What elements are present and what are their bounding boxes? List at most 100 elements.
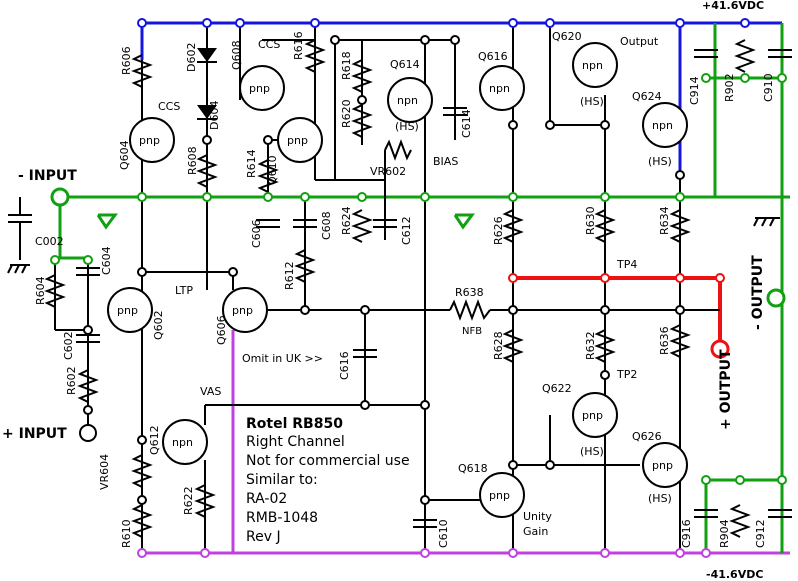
junction-dot	[508, 273, 518, 283]
junction-dot	[508, 120, 518, 130]
negative-rail-label: -41.6VDC	[706, 568, 763, 581]
ltp-label: LTP	[175, 284, 193, 297]
ref-label-r618: R618	[340, 51, 353, 80]
junction-dot	[450, 35, 460, 45]
ref-label-q602: Q602	[152, 310, 165, 340]
junction-dot	[701, 73, 711, 83]
ref-label-c606: C606	[250, 219, 263, 248]
minus-input-terminal[interactable]	[50, 187, 70, 207]
ref-label-q624: Q624	[632, 90, 662, 103]
ref-label-r634: R634	[658, 206, 671, 235]
svg-text:pnp: pnp	[249, 82, 270, 95]
vas-label: VAS	[200, 385, 221, 398]
ref-label-r902: R902	[723, 73, 736, 102]
transistor-q604: pnp	[129, 117, 175, 163]
output-label: Output	[620, 35, 659, 48]
junction-dot	[202, 135, 212, 145]
junction-dot	[357, 192, 367, 202]
ref-label-vr604: VR604	[98, 454, 111, 490]
ground-symbols	[7, 213, 780, 274]
ref-label-q620: Q620	[552, 30, 582, 43]
junction-dot	[420, 400, 430, 410]
transistor-q614: npn	[387, 77, 433, 123]
svg-text:pnp: pnp	[139, 134, 160, 147]
ref-label-r628: R628	[492, 331, 505, 360]
notes-line5: RMB-1048	[246, 510, 318, 526]
ref-label-r630: R630	[584, 206, 597, 235]
svg-text:npn: npn	[397, 94, 418, 107]
junction-dot	[137, 435, 147, 445]
plus-output-terminal[interactable]	[710, 339, 730, 359]
junction-dot	[360, 400, 370, 410]
ref-label-r626: R626	[492, 216, 505, 245]
junction-dot	[420, 548, 430, 558]
notes-line3: Similar to:	[246, 472, 318, 488]
junction-dot	[600, 273, 610, 283]
ref-label-r616: R616	[292, 31, 305, 60]
ref-label-q606: Q606	[215, 315, 228, 345]
junction-dot	[310, 18, 320, 28]
junction-dot	[675, 18, 685, 28]
resistors	[44, 39, 756, 538]
junction-dot	[235, 18, 245, 28]
junction-dot	[228, 267, 238, 277]
junction-dot	[508, 460, 518, 470]
plus-input-terminal[interactable]	[79, 424, 97, 442]
ref-label-c910: C910	[762, 73, 775, 102]
svg-text:pnp: pnp	[652, 459, 673, 472]
junction-dot	[675, 273, 685, 283]
junction-dot	[420, 495, 430, 505]
ref-label-q626: Q626	[632, 430, 662, 443]
junction-dot	[360, 305, 370, 315]
minus-output-terminal[interactable]	[766, 288, 786, 308]
ref-label-r614: R614	[245, 149, 258, 178]
junction-dot	[83, 255, 93, 265]
ref-label-c602: C602	[62, 331, 75, 360]
junction-dot	[420, 35, 430, 45]
ref-label-c608: C608	[320, 211, 333, 240]
transistor-q612: npn	[162, 419, 208, 465]
ref-label-r612: R612	[283, 261, 296, 290]
ref-label-r632: R632	[584, 331, 597, 360]
notes-line2: Not for commercial use	[246, 453, 410, 469]
junction-dot	[545, 120, 555, 130]
junction-dot	[777, 73, 787, 83]
junction-dot	[675, 548, 685, 558]
junction-dot	[202, 192, 212, 202]
ref-label-q608: Q608	[230, 40, 243, 70]
ref-label-r602: R602	[65, 366, 78, 395]
ref-label-c604: C604	[100, 246, 113, 275]
svg-text:npn: npn	[652, 119, 673, 132]
ref-label-r610: R610	[120, 519, 133, 548]
junction-dot	[701, 475, 711, 485]
tp2-label: TP2	[616, 368, 637, 381]
ref-label-q614: Q614	[390, 58, 420, 71]
plus-output-label: + OUTPUT	[718, 349, 734, 430]
ref-label-c616: C616	[338, 351, 351, 380]
ref-label-r624: R624	[340, 206, 353, 235]
ref-label-c914: C914	[688, 76, 701, 105]
notes-line4: RA-02	[246, 491, 287, 507]
diodes	[197, 48, 217, 120]
plus-input-label: + INPUT	[2, 426, 67, 442]
transistor-q626: pnp	[642, 442, 688, 488]
junction-dot	[50, 255, 60, 265]
gain-label: Gain	[523, 525, 548, 538]
ref-label-r606: R606	[120, 46, 133, 75]
svg-text:pnp: pnp	[582, 409, 603, 422]
junction-dot	[508, 305, 518, 315]
ref-label-d604: D604	[208, 101, 221, 130]
junction-dot	[740, 73, 750, 83]
junction-dot	[300, 305, 310, 315]
svg-text:pnp: pnp	[117, 304, 138, 317]
ref-label-c614: C614	[460, 109, 473, 138]
svg-text:pnp: pnp	[287, 134, 308, 147]
ref-label-r622: R622	[182, 486, 195, 515]
ref-label-c916: C916	[680, 519, 693, 548]
transistor-q618: pnp	[479, 472, 525, 518]
ref-label-q622: Q622	[542, 382, 572, 395]
junction-dot	[675, 170, 685, 180]
junction-dot	[740, 18, 750, 28]
svg-text:npn: npn	[489, 82, 510, 95]
junction-dot	[545, 460, 555, 470]
